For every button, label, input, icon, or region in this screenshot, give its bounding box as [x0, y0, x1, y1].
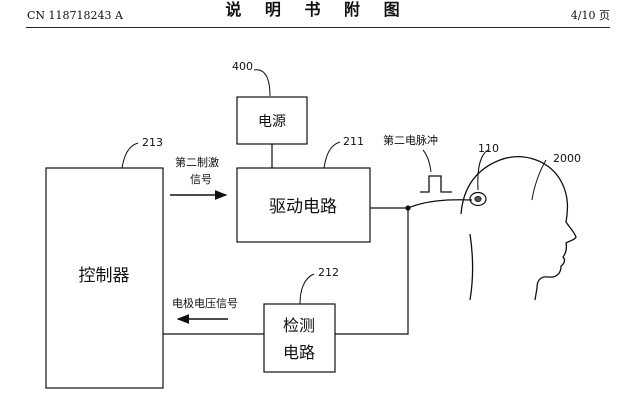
second-control-signal-label-2: 信号: [190, 173, 212, 186]
controller-ref: 213: [142, 136, 163, 149]
head-silhouette: [460, 156, 577, 301]
power-label: 电源: [258, 114, 286, 130]
drive-label: 驱动电路: [269, 197, 337, 217]
controller-label: 控制器: [79, 266, 130, 286]
second-pulse-label: 第二电脉冲: [383, 133, 438, 147]
head-ref: 2000: [553, 152, 581, 165]
power-ref-leader: [253, 69, 271, 97]
electrode-ref-leader: [477, 149, 489, 191]
controller-block: [45, 167, 164, 389]
detect-ref: 212: [318, 266, 339, 279]
detect-label-line2: 电路: [283, 343, 315, 362]
header-divider: [26, 27, 610, 28]
junction-to-detect-wire: [335, 208, 409, 335]
drive-block: [236, 167, 371, 243]
pulse-label-leader: [422, 149, 432, 173]
power-ref: 400: [232, 60, 253, 73]
section-title: 说 明 书 附 图: [225, 0, 409, 19]
electrode-center: [474, 195, 482, 202]
electrode-ref: 110: [478, 142, 499, 155]
page-number: 4/10 页: [570, 9, 610, 22]
detect-label-line1: 检测: [283, 316, 315, 335]
head-neck-back: [469, 233, 474, 301]
drive-ref: 211: [343, 135, 364, 148]
drive-ref-leader: [323, 141, 341, 169]
publication-number: CN 118718243 A: [27, 9, 123, 22]
controller-ref-leader: [121, 142, 139, 169]
pulse-waveform: [420, 175, 452, 193]
electrode-voltage-signal-label: 电极电压信号: [172, 296, 238, 310]
head-ref-leader: [531, 159, 547, 201]
electrode: [469, 191, 487, 207]
second-control-signal-label-1: 第二制激: [175, 155, 219, 169]
electrode-lead-wire: [407, 199, 473, 209]
detect-ref-leader: [299, 273, 315, 305]
